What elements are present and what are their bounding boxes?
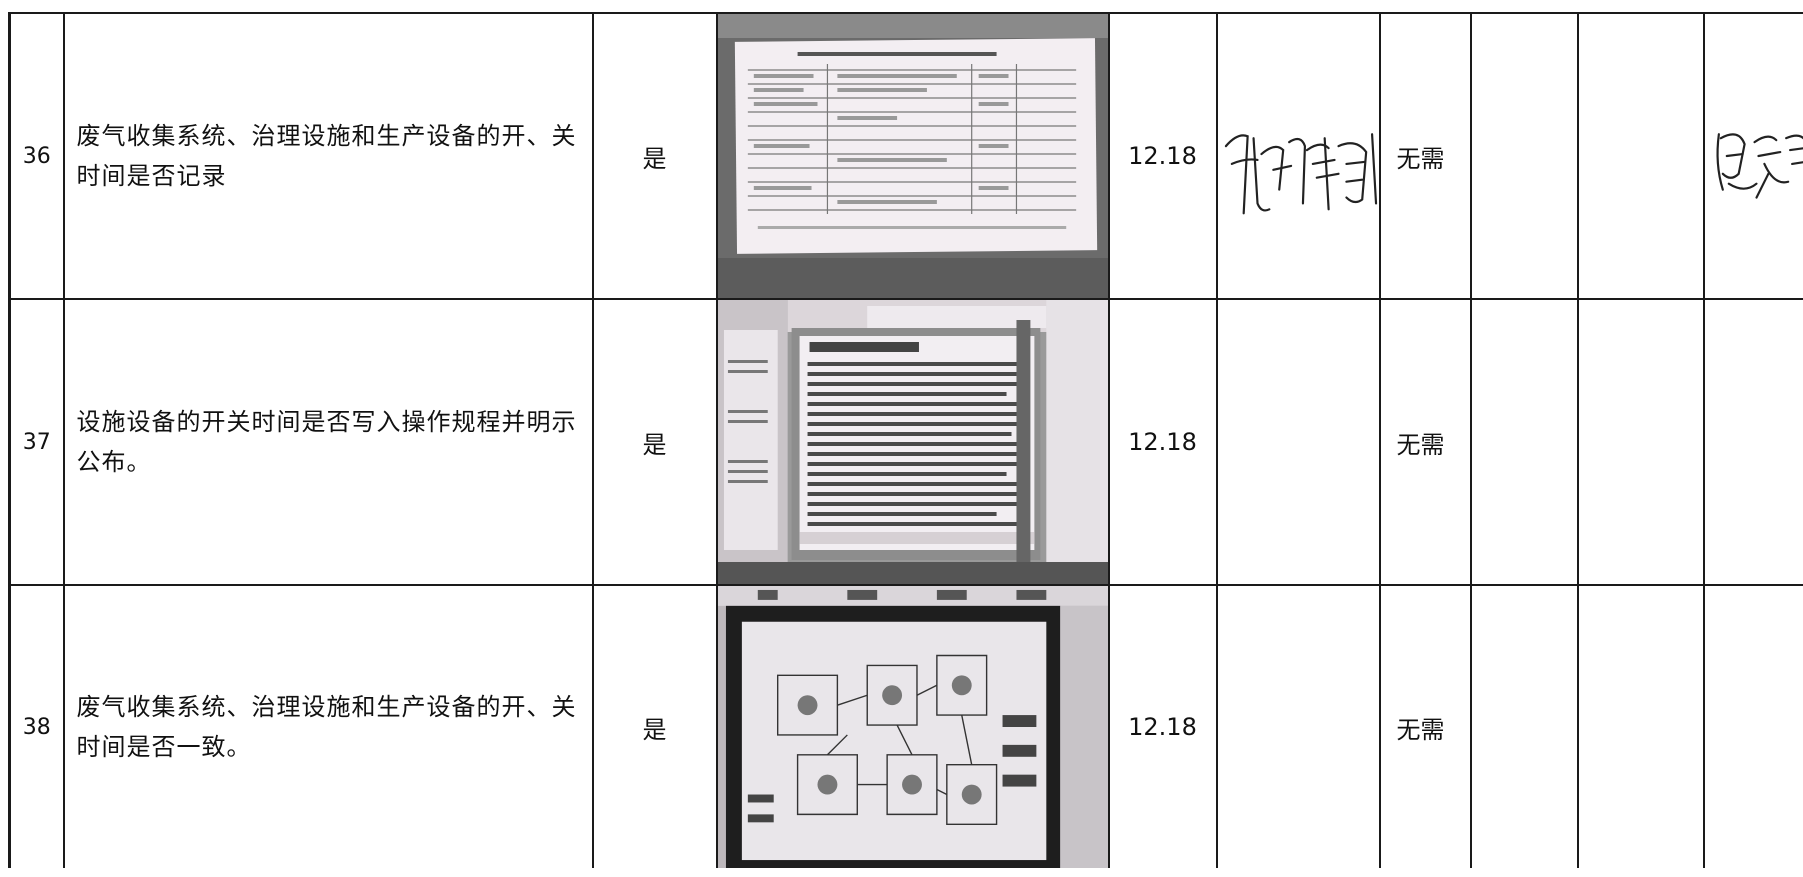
empty-cell bbox=[1215, 298, 1381, 586]
inspection-table: 36 废气收集系统、治理设施和生产设备的开、关时间是否记录 是 bbox=[8, 12, 1803, 868]
rectification-status: 无需 bbox=[1378, 584, 1472, 868]
control-panel-photo-icon bbox=[718, 587, 1107, 868]
empty-cell bbox=[1702, 584, 1803, 868]
empty-cell bbox=[1702, 298, 1803, 586]
check-item-description: 废气收集系统、治理设施和生产设备的开、关时间是否一致。 bbox=[62, 584, 594, 868]
evidence-photo-notice-board bbox=[715, 298, 1110, 586]
row-number: 38 bbox=[8, 584, 65, 868]
empty-cell bbox=[1469, 298, 1579, 586]
empty-cell bbox=[1469, 584, 1579, 868]
handwritten-signature-icon bbox=[1715, 133, 1803, 199]
notice-board-photo-icon bbox=[718, 301, 1107, 583]
row-number: 36 bbox=[8, 12, 65, 300]
compliance-value: 是 bbox=[591, 584, 718, 868]
empty-cell bbox=[1469, 12, 1579, 300]
compliance-value: 是 bbox=[591, 298, 718, 586]
inspection-date: 12.18 bbox=[1107, 584, 1218, 868]
empty-cell bbox=[1576, 584, 1705, 868]
evidence-photo-document bbox=[715, 12, 1110, 300]
document-photo-icon bbox=[718, 15, 1107, 297]
reviewer-signature bbox=[1702, 12, 1803, 300]
empty-cell bbox=[1576, 298, 1705, 586]
row-number: 37 bbox=[8, 298, 65, 586]
table-row: 38 废气收集系统、治理设施和生产设备的开、关时间是否一致。 是 bbox=[8, 584, 1803, 868]
empty-cell bbox=[1215, 584, 1381, 868]
evidence-photo-control-panel bbox=[715, 584, 1110, 868]
inspection-date: 12.18 bbox=[1107, 298, 1218, 586]
check-item-description: 废气收集系统、治理设施和生产设备的开、关时间是否记录 bbox=[62, 12, 594, 300]
inspection-date: 12.18 bbox=[1107, 12, 1218, 300]
inspector-signature bbox=[1215, 12, 1381, 300]
empty-cell bbox=[1576, 12, 1705, 300]
check-item-description: 设施设备的开关时间是否写入操作规程并明示公布。 bbox=[62, 298, 594, 586]
rectification-status: 无需 bbox=[1378, 12, 1472, 300]
handwritten-signature-icon bbox=[1224, 133, 1377, 215]
compliance-value: 是 bbox=[591, 12, 718, 300]
table-row: 37 设施设备的开关时间是否写入操作规程并明示公布。 是 bbox=[8, 298, 1803, 586]
rectification-status: 无需 bbox=[1378, 298, 1472, 586]
table-row: 36 废气收集系统、治理设施和生产设备的开、关时间是否记录 是 bbox=[8, 12, 1803, 300]
